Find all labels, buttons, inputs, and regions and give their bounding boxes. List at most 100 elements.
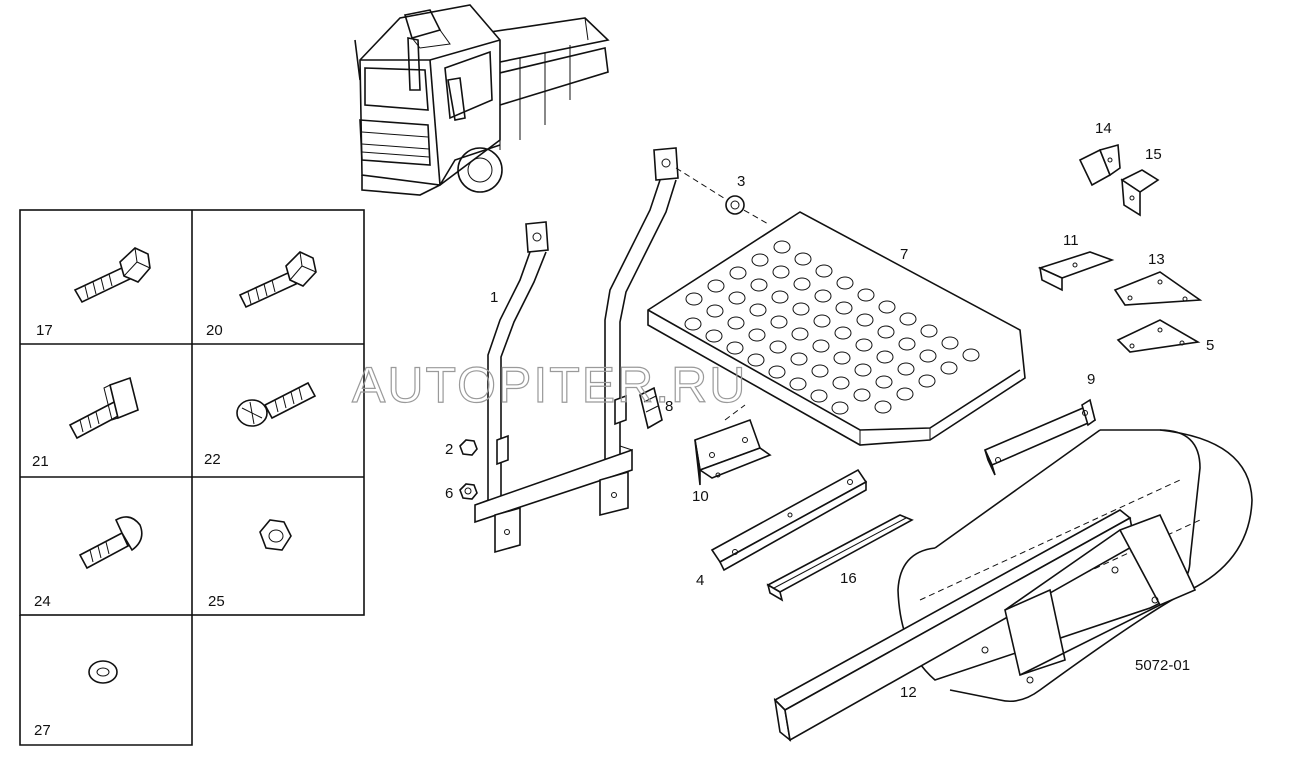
callout-7: 7 [900, 246, 908, 263]
tread-bump [810, 389, 828, 403]
tread-bump [853, 388, 871, 402]
tread-bump [833, 351, 851, 365]
tread-bump [811, 364, 829, 378]
tread-bump [771, 290, 789, 304]
tread-bumps [684, 240, 980, 415]
callout-2: 2 [445, 441, 453, 458]
angle-bracket [1078, 143, 1121, 187]
fastener-label-22: 22 [204, 451, 221, 468]
callout-10: 10 [692, 488, 709, 505]
callout-1: 1 [490, 289, 498, 306]
tread-bump [750, 278, 768, 292]
tread-bump [899, 312, 917, 326]
tread-bump [769, 340, 787, 354]
tread-bump [727, 316, 745, 330]
nut-icon [725, 195, 745, 215]
angle-bracket [1120, 169, 1160, 217]
tread-bump [919, 349, 937, 363]
tread-bump [791, 327, 809, 341]
tread-bump [773, 240, 791, 254]
tread-bump [790, 352, 808, 366]
tread-bump [941, 336, 959, 350]
tread-bump [854, 363, 872, 377]
angle-bracket [694, 404, 772, 486]
nut-icon [459, 483, 478, 500]
fastener-label-17: 17 [36, 322, 53, 339]
tread-bump [918, 374, 936, 388]
tread-bump [772, 265, 790, 279]
phillips-screw-icon [236, 381, 317, 427]
tread-bump [815, 264, 833, 278]
tread-bump [874, 400, 892, 414]
tread-bump [857, 288, 875, 302]
tread-bump [705, 329, 723, 343]
tread-bump [751, 253, 769, 267]
callout-12: 12 [900, 684, 917, 701]
callout-4: 4 [696, 572, 704, 589]
tread-bump [897, 362, 915, 376]
tread-bump [747, 353, 765, 367]
callout-3: 3 [737, 173, 745, 190]
hex-bolt-icon [238, 251, 317, 309]
tread-plate [647, 211, 1026, 446]
callout-13: 13 [1148, 251, 1165, 268]
callout-5: 5 [1206, 337, 1214, 354]
tread-bump [685, 292, 703, 306]
tread-bump [920, 324, 938, 338]
carriage-bolt-icon [78, 516, 143, 570]
tread-bump [878, 300, 896, 314]
tread-bump [729, 266, 747, 280]
tread-bump [856, 313, 874, 327]
tread-bump [896, 387, 914, 401]
tread-bump [749, 303, 767, 317]
tread-bump [707, 279, 725, 293]
callout-15: 15 [1145, 146, 1162, 163]
fastener-label-27: 27 [34, 722, 51, 739]
support-bracket [983, 398, 1096, 476]
rubber-strip [766, 514, 914, 602]
tread-bump [876, 350, 894, 364]
gusset-plate [1116, 319, 1201, 353]
fastener-label-25: 25 [208, 593, 225, 610]
tread-bump [770, 315, 788, 329]
tread-bump [875, 375, 893, 389]
gusset-plate [1113, 271, 1203, 306]
watermark: AUTOPITER.RU [352, 357, 747, 413]
drawing-code: 5072-01 [1135, 657, 1190, 674]
tread-bump [792, 302, 810, 316]
step-bracket-assembly [474, 147, 679, 554]
callout-labels: 1 2 3 4 5 6 7 8 9 10 11 12 13 14 15 16 [445, 120, 1214, 701]
hex-bolt-icon [73, 247, 151, 304]
callout-6: 6 [445, 485, 453, 502]
tread-bump [835, 301, 853, 315]
bracket [1037, 251, 1115, 292]
fastener-label-20: 20 [206, 322, 223, 339]
square-head-bolt-icon [68, 376, 139, 440]
truck-illustration [354, 4, 610, 196]
fuel-tank-frame [773, 429, 1253, 742]
tread-bump [814, 289, 832, 303]
callout-14: 14 [1095, 120, 1112, 137]
callout-16: 16 [840, 570, 857, 587]
tread-bump [793, 277, 811, 291]
washer-icon [88, 660, 118, 684]
fastener-label-21: 21 [32, 453, 49, 470]
tread-bump [831, 401, 849, 415]
callout-9: 9 [1087, 371, 1095, 388]
hex-nut-icon [259, 519, 292, 551]
tread-bump [768, 365, 786, 379]
nut-icon [459, 439, 478, 456]
tread-bump [706, 304, 724, 318]
tread-bump [836, 276, 854, 290]
tread-bump [813, 314, 831, 328]
support-bar [710, 468, 868, 572]
tread-bump [877, 325, 895, 339]
tread-bump [794, 252, 812, 266]
fastener-label-24: 24 [34, 593, 51, 610]
clip-icon [639, 386, 663, 430]
tread-bump [940, 361, 958, 375]
callout-8: 8 [665, 398, 673, 415]
fastener-table: 17 20 21 22 24 25 27 [19, 209, 365, 746]
